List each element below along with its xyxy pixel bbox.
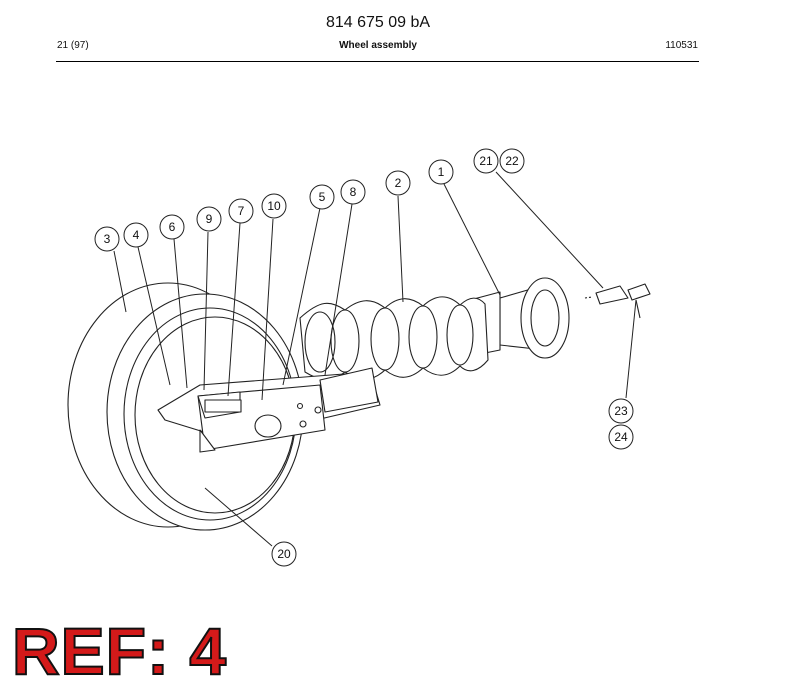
callout-3: 3 [94,226,120,252]
spring-coil [299,296,489,381]
date-code: 110531 [665,40,698,51]
callout-24: 24 [608,424,634,450]
svg-text:7: 7 [238,204,245,218]
callout-10: 10 [261,193,287,219]
document-number: 814 675 09 bA [325,14,431,31]
callout-6: 6 [159,214,185,240]
callout-20: 20 [271,541,297,567]
svg-text:1: 1 [438,165,445,179]
callout-8: 8 [340,179,366,205]
callout-21: 21 [473,148,499,174]
svg-text:9: 9 [206,212,213,226]
svg-text:6: 6 [169,220,176,234]
svg-text:10: 10 [267,199,281,213]
svg-text:23: 23 [614,404,628,418]
svg-text:3: 3 [104,232,111,246]
svg-text:24: 24 [614,430,628,444]
svg-text:4: 4 [133,228,140,242]
callout-2: 2 [385,170,411,196]
callout-9: 9 [196,206,222,232]
svg-text:22: 22 [505,154,519,168]
reference-label: REF: 4 [11,614,228,688]
sheet-title: Wheel assembly [339,40,417,51]
page-reference: 21 (97) [57,40,89,51]
leader-lines [113,171,637,547]
svg-text:2: 2 [395,176,402,190]
svg-text:8: 8 [350,185,357,199]
callout-1: 1 [428,159,454,185]
callout-7: 7 [228,198,254,224]
callout-22: 22 [499,148,525,174]
svg-text:5: 5 [319,190,326,204]
callout-5: 5 [309,184,335,210]
callout-23: 23 [608,398,634,424]
callout-4: 4 [123,222,149,248]
svg-text:20: 20 [277,547,291,561]
header-rule [56,61,699,62]
svg-text:21: 21 [479,154,493,168]
swing-arm [157,367,381,453]
locking-pin [584,283,651,319]
